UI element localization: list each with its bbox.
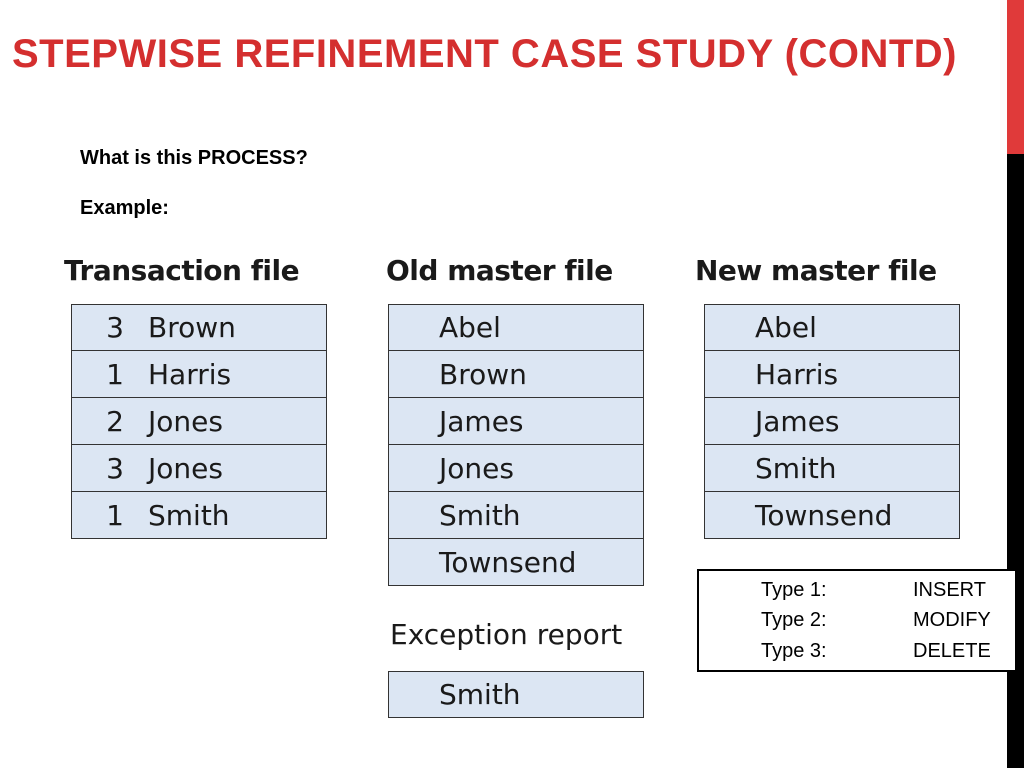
type-legend: Type 1: INSERT Type 2: MODIFY Type 3: DE… <box>697 569 1017 672</box>
legend-action: DELETE <box>913 640 991 662</box>
transaction-name: Smith <box>148 498 230 532</box>
question-text: What is this PROCESS? <box>80 147 308 169</box>
table-row: Abel <box>704 304 960 351</box>
accent-bar-black <box>1007 154 1024 768</box>
table-row: Abel <box>388 304 644 351</box>
table-row: James <box>704 398 960 445</box>
legend-row: Type 3: DELETE <box>761 640 1021 663</box>
table-row: Harris <box>704 351 960 398</box>
transaction-code: 3 <box>106 311 124 344</box>
legend-type: Type 1: <box>761 579 827 601</box>
exception-report-header: Exception report <box>390 618 623 651</box>
table-row: 1 Harris <box>71 351 327 398</box>
table-row: Brown <box>388 351 644 398</box>
legend-action: INSERT <box>913 579 986 601</box>
transaction-name: Jones <box>148 451 223 485</box>
new-master-file-table: Abel Harris James Smith Townsend <box>704 304 960 539</box>
table-row: Townsend <box>388 539 644 586</box>
new-master-file-header: New master file <box>695 254 937 287</box>
legend-type: Type 3: <box>761 640 827 662</box>
legend-type: Type 2: <box>761 609 827 631</box>
accent-bar-red <box>1007 0 1024 154</box>
table-row: 3 Jones <box>71 445 327 492</box>
table-row: Smith <box>704 445 960 492</box>
example-label: Example: <box>80 197 169 219</box>
old-master-file-table: Abel Brown James Jones Smith Townsend <box>388 304 644 586</box>
slide-title: Stepwise Refinement Case Study (contd) <box>12 32 957 76</box>
table-row: Jones <box>388 445 644 492</box>
table-row: 3 Brown <box>71 304 327 351</box>
legend-row: Type 2: MODIFY <box>761 609 1021 632</box>
table-row: James <box>388 398 644 445</box>
table-row: Smith <box>388 492 644 539</box>
transaction-name: Brown <box>148 311 236 344</box>
transaction-code: 3 <box>106 451 124 485</box>
transaction-file-header: Transaction file <box>64 254 300 287</box>
transaction-code: 1 <box>106 498 124 532</box>
legend-action: MODIFY <box>913 609 991 631</box>
table-row: 1 Smith <box>71 492 327 539</box>
transaction-code: 1 <box>106 357 124 391</box>
table-row: Smith <box>388 671 644 718</box>
exception-report-table: Smith <box>388 671 644 718</box>
transaction-name: Jones <box>148 404 223 438</box>
legend-row: Type 1: INSERT <box>761 579 1021 602</box>
transaction-code: 2 <box>106 404 124 438</box>
transaction-name: Harris <box>148 357 232 391</box>
table-row: Townsend <box>704 492 960 539</box>
old-master-file-header: Old master file <box>386 254 613 287</box>
table-row: 2 Jones <box>71 398 327 445</box>
